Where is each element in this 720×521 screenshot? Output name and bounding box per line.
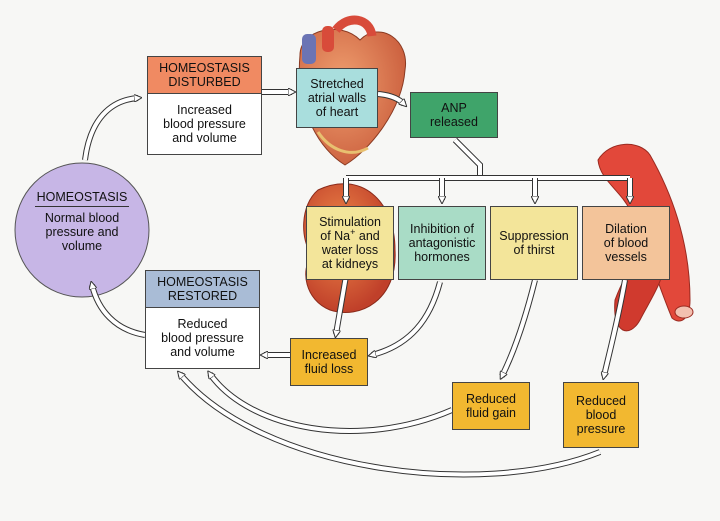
fluid-gain-line-1: Reduced	[465, 392, 517, 406]
disturbed-body-3: and volume	[172, 131, 237, 145]
restored-header: HOMEOSTASIS RESTORED	[145, 270, 260, 308]
homeostasis-circle-shape	[14, 162, 150, 298]
inhibition-line-2: antagonistic	[408, 236, 476, 250]
stimulation-line-2-post: and	[355, 229, 380, 243]
inhibition-line-3: hormones	[414, 250, 470, 264]
stimulation-line-2-pre: of Na	[320, 229, 351, 243]
suppression-thirst: Suppression of thirst	[490, 206, 578, 280]
restored-title-1: HOMEOSTASIS	[157, 275, 248, 289]
suppression-line-1: Suppression	[499, 229, 569, 243]
dilation-line-1: Dilation	[605, 222, 647, 236]
disturbed-body-1: Increased	[177, 103, 232, 117]
disturbed-title-2: DISTURBED	[168, 75, 241, 89]
stimulation-line-1: Stimulation	[319, 215, 381, 229]
reduced-bp-line-3: pressure	[576, 422, 626, 436]
reduced-bp-line-1: Reduced	[575, 394, 627, 408]
suppression-line-2: of thirst	[513, 243, 555, 257]
homeostasis-title: HOMEOSTASIS	[34, 190, 130, 207]
stimulation-line-3: water loss	[321, 243, 379, 257]
stimulation-line-2: of Na+ and	[320, 226, 380, 243]
sodium-superscript: +	[350, 226, 356, 237]
anp-released: ANP released	[410, 92, 498, 138]
dilation-line-2: of blood	[603, 236, 649, 250]
homeostasis-line-3: volume	[61, 239, 103, 253]
heart-vessel-blue	[302, 34, 316, 64]
disturbed-body-2: blood pressure	[163, 117, 246, 131]
homeostasis-line-1: Normal blood	[44, 211, 120, 225]
fluid-gain-line-2: fluid gain	[465, 406, 517, 420]
inhibition-hormones: Inhibition of antagonistic hormones	[398, 206, 486, 280]
dilation-vessels: Dilation of blood vessels	[582, 206, 670, 280]
heart-vessel-red	[322, 26, 334, 52]
stimulation-kidneys: Stimulation of Na+ and water loss at kid…	[306, 206, 394, 280]
flow-arrows	[82, 92, 630, 478]
anp-line-1: ANP	[441, 101, 467, 115]
stretched-line-2: atrial walls	[307, 91, 367, 105]
stretched-line-3: of heart	[315, 105, 359, 119]
reduced-fluid-gain: Reduced fluid gain	[452, 382, 530, 430]
anp-line-2: released	[430, 115, 478, 129]
reduced-blood-pressure: Reduced blood pressure	[563, 382, 639, 448]
inhibition-line-1: Inhibition of	[410, 222, 474, 236]
restored-body-1: Reduced	[177, 317, 228, 331]
disturbed-header: HOMEOSTASIS DISTURBED	[147, 56, 262, 94]
dilation-line-3: vessels	[605, 250, 647, 264]
stretched-line-1: Stretched	[310, 77, 364, 91]
stimulation-line-4: at kidneys	[321, 257, 379, 271]
fluid-loss-line-1: Increased	[301, 348, 357, 362]
fluid-loss-line-2: fluid loss	[304, 362, 354, 376]
homeostasis-description: Normal blood pressure and volume	[15, 211, 149, 253]
restored-body-3: and volume	[170, 345, 235, 359]
stretched-atrial-walls: Stretched atrial walls of heart	[296, 68, 378, 128]
restored-body: Reduced blood pressure and volume	[145, 307, 260, 369]
disturbed-body: Increased blood pressure and volume	[147, 93, 262, 155]
disturbed-title-1: HOMEOSTASIS	[159, 61, 250, 75]
aortic-arch	[332, 15, 377, 38]
increased-fluid-loss: Increased fluid loss	[290, 338, 368, 386]
homeostasis-normal: HOMEOSTASIS Normal blood pressure and vo…	[15, 163, 149, 297]
reduced-bp-line-2: blood	[585, 408, 617, 422]
restored-title-2: RESTORED	[167, 289, 238, 303]
homeostasis-line-2: pressure and	[45, 225, 119, 239]
heart-fat-line	[316, 131, 369, 154]
restored-body-2: blood pressure	[161, 331, 244, 345]
